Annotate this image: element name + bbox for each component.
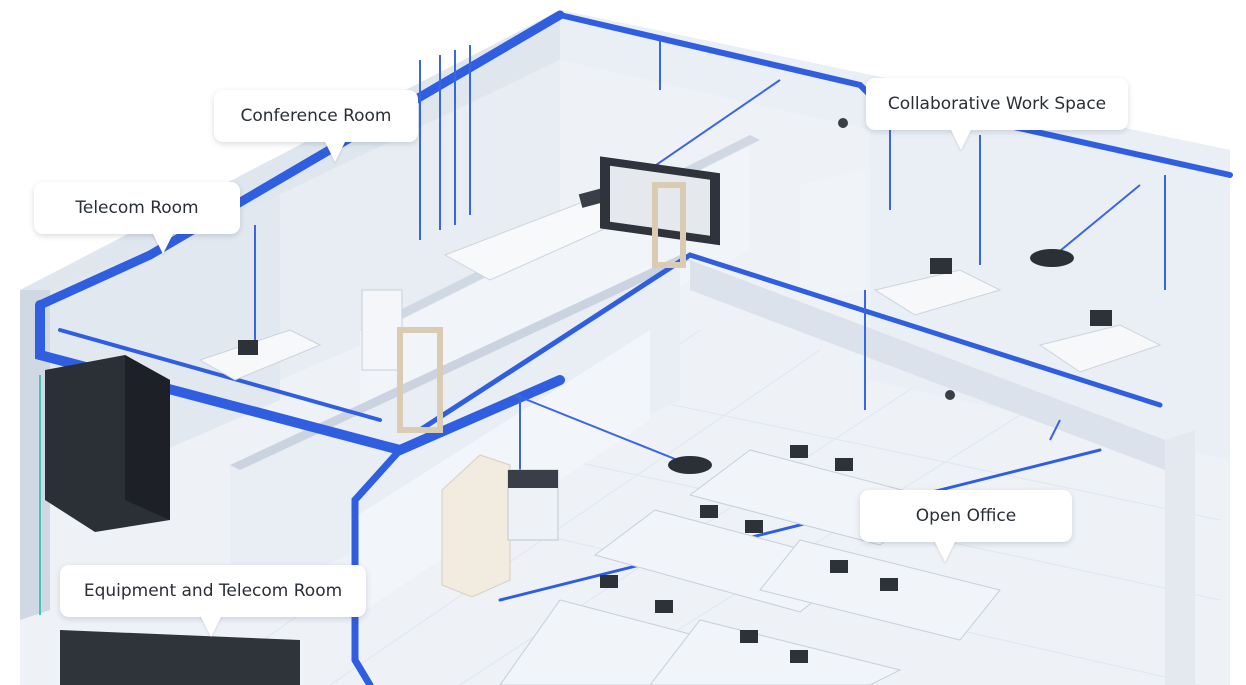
callout-open-office-pointer bbox=[934, 540, 956, 562]
collab-monitor-1 bbox=[930, 258, 952, 274]
callout-equipment-and-telecom-room-label: Equipment and Telecom Room bbox=[60, 565, 366, 617]
partition-right-end bbox=[1165, 430, 1195, 685]
partition-collab bbox=[800, 170, 865, 300]
callout-open-office: Open Office bbox=[860, 490, 1072, 562]
lower-equipment-racks bbox=[60, 630, 300, 685]
collab-desk-1 bbox=[873, 269, 1002, 316]
ceiling-access-point-office bbox=[668, 456, 712, 474]
callout-conference-room-pointer bbox=[324, 140, 346, 162]
callout-conference-room-label: Conference Room bbox=[214, 90, 418, 142]
camera-office bbox=[945, 390, 955, 400]
open-office-monitors bbox=[600, 445, 898, 663]
printer-top bbox=[508, 470, 558, 488]
callout-equipment-and-telecom-room-pointer bbox=[200, 615, 222, 637]
telecom-desk-monitor bbox=[238, 340, 258, 355]
camera-collab bbox=[838, 118, 848, 128]
callout-telecom-room-label: Telecom Room bbox=[34, 182, 240, 234]
door-frame-conference bbox=[652, 182, 686, 268]
left-outer-wall bbox=[20, 290, 50, 620]
callout-telecom-room: Telecom Room bbox=[34, 182, 240, 254]
callout-collaborative-work-space-label: Collaborative Work Space bbox=[866, 78, 1128, 130]
callout-open-office-label: Open Office bbox=[860, 490, 1072, 542]
open-office-desks bbox=[499, 449, 1001, 685]
ceiling-access-point-collab bbox=[1030, 249, 1074, 267]
shelving-unit bbox=[441, 454, 511, 598]
callout-collaborative-work-space: Collaborative Work Space bbox=[866, 78, 1128, 150]
collab-monitor-2 bbox=[1090, 310, 1112, 326]
partition-open-office-back bbox=[230, 255, 680, 610]
callout-collaborative-work-space-pointer bbox=[950, 128, 972, 150]
partition-open-office-right bbox=[690, 260, 1165, 470]
server-rack-side bbox=[125, 355, 170, 520]
telecom-desk bbox=[198, 329, 322, 381]
collab-desk-2 bbox=[1038, 324, 1162, 373]
callout-conference-room: Conference Room bbox=[214, 90, 418, 162]
door-frame-telecom bbox=[397, 327, 443, 433]
air-conditioner bbox=[361, 289, 403, 371]
callout-telecom-room-pointer bbox=[152, 232, 174, 254]
callout-equipment-and-telecom-room: Equipment and Telecom Room bbox=[60, 565, 366, 637]
partition-open-office-back-top bbox=[230, 255, 690, 470]
